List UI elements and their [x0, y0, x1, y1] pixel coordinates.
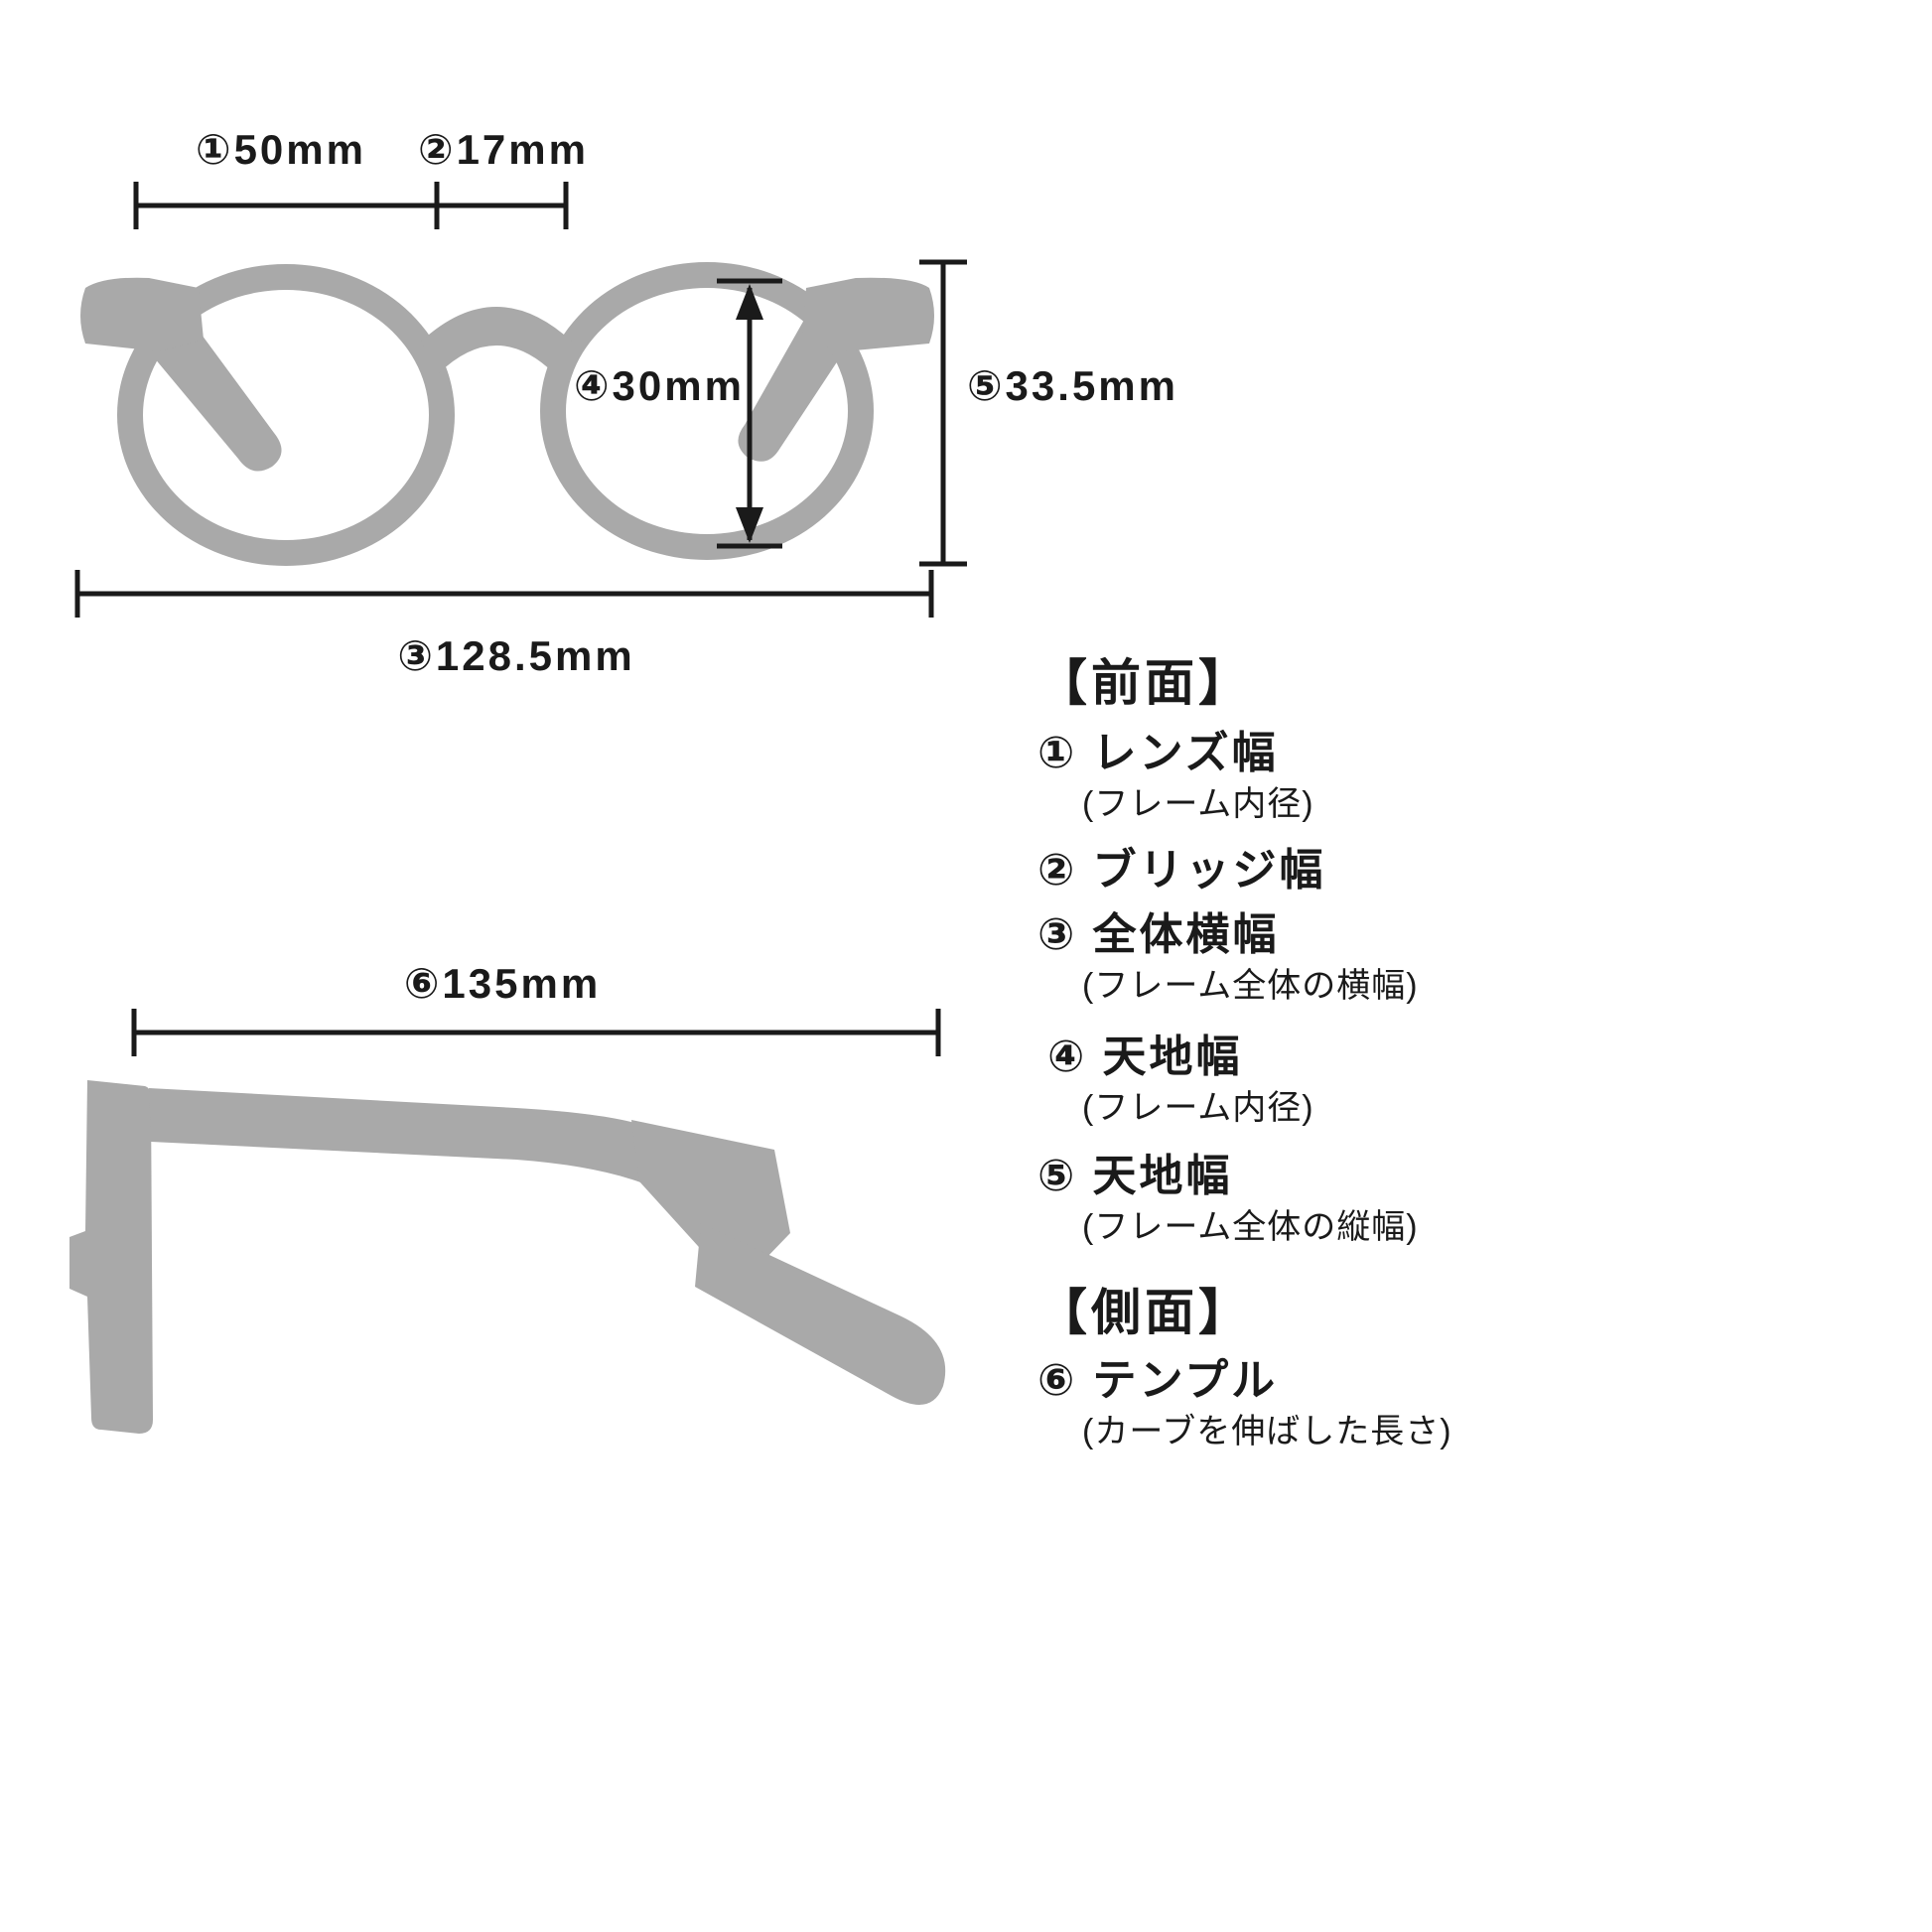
- dim-label-total-width: ③128.5mm: [397, 632, 635, 679]
- dim-label-bridge-width: ②17mm: [418, 126, 589, 173]
- legend-item-total-width: ③ 全体横幅: [1037, 910, 1280, 959]
- dim-label-lens-height: ④30mm: [574, 362, 745, 409]
- legend-item-frame-height: ⑤ 天地幅: [1037, 1152, 1233, 1200]
- dim-label-frame-height: ⑤33.5mm: [967, 362, 1178, 409]
- legend-sub-frame-height: (フレーム全体の縦幅): [1082, 1208, 1419, 1246]
- dim-lens-height-arrow-down: [736, 507, 763, 543]
- legend-sub-temple-length: (カーブを伸ばした長さ): [1082, 1413, 1452, 1450]
- legend-heading-side: 【側面】: [1037, 1285, 1252, 1340]
- front-right-folded-temple: [738, 320, 844, 462]
- dim-lens-height-arrow-up: [736, 284, 763, 320]
- glasses-side-silhouette: [69, 1080, 946, 1434]
- dimension-lines: [74, 182, 967, 1056]
- dim-label-lens-width: ①50mm: [196, 126, 366, 173]
- side-temple-bar: [149, 1088, 650, 1183]
- front-left-folded-temple: [149, 320, 282, 472]
- side-front-rim: [69, 1080, 153, 1434]
- legend-sub-lens-height: (フレーム内径): [1082, 1089, 1314, 1127]
- dim-label-temple-length: ⑥135mm: [403, 960, 602, 1007]
- glasses-front-silhouette: [80, 262, 934, 566]
- front-left-endpiece: [80, 277, 204, 351]
- side-temple-descending: [695, 1223, 946, 1405]
- legend-item-lens-height: ④ 天地幅: [1047, 1033, 1243, 1081]
- legend-heading-front: 【前面】: [1037, 655, 1252, 711]
- legend-item-lens-width: ① レンズ幅: [1037, 729, 1279, 777]
- legend-sub-lens-width: (フレーム内径): [1082, 785, 1314, 823]
- front-right-endpiece: [802, 277, 934, 351]
- legend-sub-total-width: (フレーム全体の横幅): [1082, 967, 1419, 1005]
- dimension-arrowheads: [736, 284, 763, 543]
- front-bridge: [421, 307, 572, 373]
- legend-item-temple-length: ⑥ テンプル: [1037, 1356, 1279, 1405]
- legend-item-bridge-width: ② ブリッジ幅: [1037, 846, 1326, 895]
